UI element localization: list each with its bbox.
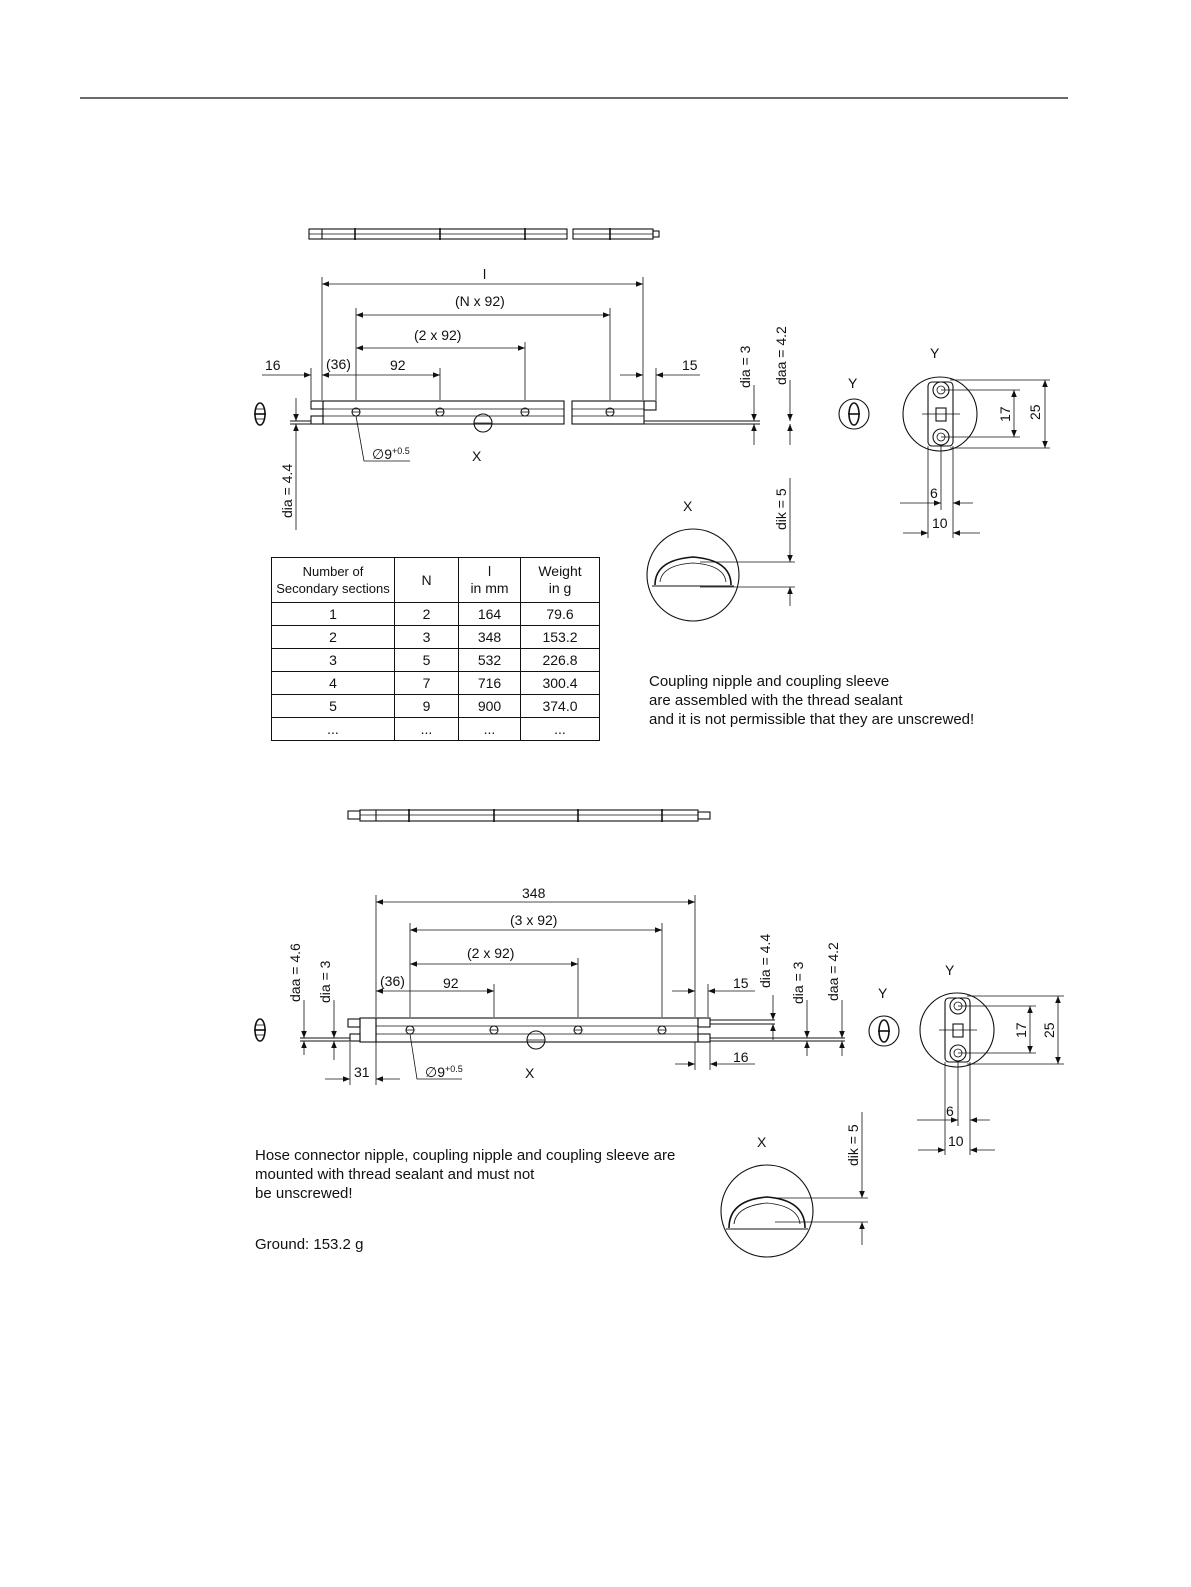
- dim-2-x-92: (2 x 92): [414, 327, 461, 343]
- label-y-detail: Y: [930, 345, 940, 361]
- dim-daa-4-2: daa = 4.2: [773, 326, 789, 385]
- label-x: X: [472, 448, 482, 464]
- label-x-detail-bottom: X: [757, 1134, 767, 1150]
- dim-15: 15: [682, 357, 698, 373]
- label-x-bottom: X: [525, 1065, 535, 1081]
- dim-daa-4-2-bottom: daa = 4.2: [825, 942, 841, 1001]
- top-assembly-note: Coupling nipple and coupling sleeve are …: [649, 673, 975, 728]
- dim-hole-bottom: ∅9+0.5: [425, 1064, 463, 1080]
- bottom-view-strip: [347, 809, 711, 822]
- dim-hole: ∅9+0.5: [372, 446, 410, 462]
- dim-dia-3-right: dia = 3: [790, 961, 806, 1004]
- end-view-symbol-left-bottom: [254, 1018, 266, 1042]
- dim-31: 31: [354, 1064, 370, 1080]
- dim-n-x-92: (N x 92): [455, 293, 505, 309]
- table-row: ............: [271, 717, 600, 741]
- dim-17: 17: [997, 406, 1013, 422]
- dim-348: 348: [522, 885, 546, 901]
- dim-6: 6: [930, 485, 938, 501]
- dim-36: (36): [326, 356, 351, 372]
- dim-2-x-92-bottom: (2 x 92): [467, 945, 514, 961]
- dim-16-bottom: 16: [733, 1049, 749, 1065]
- bottom-x-detail: X dik = 5: [720, 1112, 868, 1258]
- dim-36-bottom: (36): [380, 973, 405, 989]
- top-side-view: [290, 400, 760, 433]
- label-x-detail: X: [683, 498, 693, 514]
- dim-16: 16: [265, 357, 281, 373]
- ground-weight: Ground: 153.2 g: [255, 1236, 364, 1253]
- bottom-y-view: Y Y 17 25 6 10: [868, 962, 1064, 1155]
- dim-17-bottom: 17: [1013, 1022, 1029, 1038]
- dim-92: 92: [390, 357, 406, 373]
- dim-dia-3-left: dia = 3: [317, 960, 333, 1003]
- dim-3-x-92: (3 x 92): [510, 912, 557, 928]
- label-y-small-bottom: Y: [878, 985, 888, 1001]
- dim-l: l: [483, 266, 486, 282]
- dim-10-bottom: 10: [948, 1133, 964, 1149]
- dim-10: 10: [932, 515, 948, 531]
- bottom-dimension-labels: 348 (3 x 92) (2 x 92) (36) 92 15 16 31 d…: [287, 885, 841, 1081]
- dim-6-bottom: 6: [946, 1103, 954, 1119]
- header-n: N: [394, 557, 459, 603]
- dim-92-bottom: 92: [443, 975, 459, 991]
- top-x-detail: X dik = 5: [646, 478, 795, 622]
- dim-daa-4-6: daa = 4.6: [287, 943, 303, 1002]
- dim-dik-5-bottom: dik = 5: [845, 1124, 861, 1166]
- bottom-assembly-note: Hose connector nipple, coupling nipple a…: [255, 1147, 676, 1202]
- dim-15-bottom: 15: [733, 975, 749, 991]
- top-y-view: Y Y 17 25 6 10: [838, 345, 1050, 538]
- bottom-side-view: [300, 1017, 845, 1050]
- dim-25-bottom: 25: [1041, 1022, 1057, 1038]
- top-view-strip: [308, 228, 660, 240]
- dim-dik-5: dik = 5: [773, 488, 789, 530]
- label-y-small: Y: [848, 375, 858, 391]
- end-view-symbol-left: [254, 402, 266, 426]
- dim-25: 25: [1027, 404, 1043, 420]
- dim-dia-4-4-bottom: dia = 4.4: [757, 934, 773, 988]
- top-dimension-labels: l (N x 92) (2 x 92) 16 (36) 92 15 dia = …: [265, 266, 789, 518]
- bottom-dimensions: [301, 895, 845, 1085]
- dim-dia-4-4: dia = 4.4: [279, 464, 295, 518]
- label-y-detail-bottom: Y: [945, 962, 955, 978]
- top-dimensions: [262, 277, 793, 530]
- dim-dia-3: dia = 3: [737, 345, 753, 388]
